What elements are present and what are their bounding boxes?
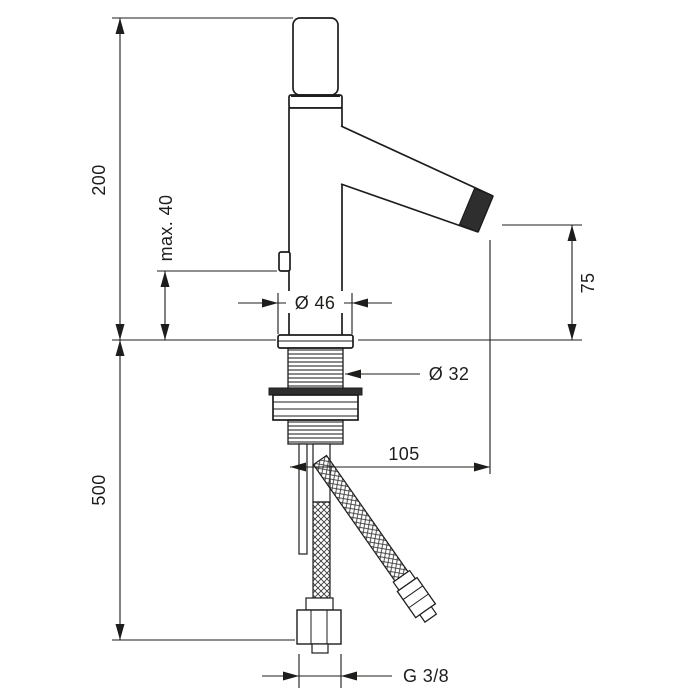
arrow-dia46-left [262,298,278,308]
dim-label-500: 500 [89,474,109,505]
threaded-shank-lower [287,419,344,445]
spout-bottom-edge [340,183,479,233]
arrow-75-top [567,225,577,241]
nut-hex-line [402,585,424,600]
arrow-dia32 [345,369,361,379]
faucet-outline [268,17,494,654]
dia46-label-mask [286,291,344,313]
arrow-max40-top [160,271,170,287]
dim-label-75: 75 [578,273,598,294]
dimension-lines [112,17,582,688]
arrow-200-top [115,18,125,34]
dim-label-dia32: Ø 32 [429,364,470,384]
arrow-500-top [115,340,125,356]
threaded-shank-upper [287,347,344,389]
arrow-g38-left [283,671,299,681]
arrow-500-bottom [115,624,125,640]
arrow-g38-right [341,671,357,681]
arrow-75-bottom [567,324,577,340]
arrow-max40-bottom [160,324,170,340]
connection-nut-g38 [296,609,342,645]
drain-knob [278,251,291,272]
drain-pull-rod [298,443,308,555]
dim-label-dia46: Ø 46 [295,293,336,313]
dim-label-g38: G 3/8 [403,666,449,686]
dim-label-max40: max. 40 [156,195,176,262]
dimension-arrows [115,18,577,681]
arrow-dia46-right [352,298,368,308]
hose-collar-bottom [305,597,334,611]
dim-label-200: 200 [89,164,109,195]
arrow-105-right [474,462,490,472]
arrow-200-bottom [115,324,125,340]
nut-tip [418,605,438,623]
spout-fill [340,126,493,232]
faucet-handle [292,17,339,96]
aerator-tip [458,187,494,233]
arrow-105-left [290,462,306,472]
dimension-labels: 200 max. 40 500 Ø 46 Ø 32 75 105 G 3/8 [89,164,598,686]
washer [268,387,363,396]
braided-hose-angled [312,454,438,623]
nut-stub [311,643,329,654]
nut-hex-line [408,593,429,609]
dim-label-105: 105 [388,444,419,464]
spout-top-edge [340,125,494,197]
braided-hose-straight [312,501,331,599]
